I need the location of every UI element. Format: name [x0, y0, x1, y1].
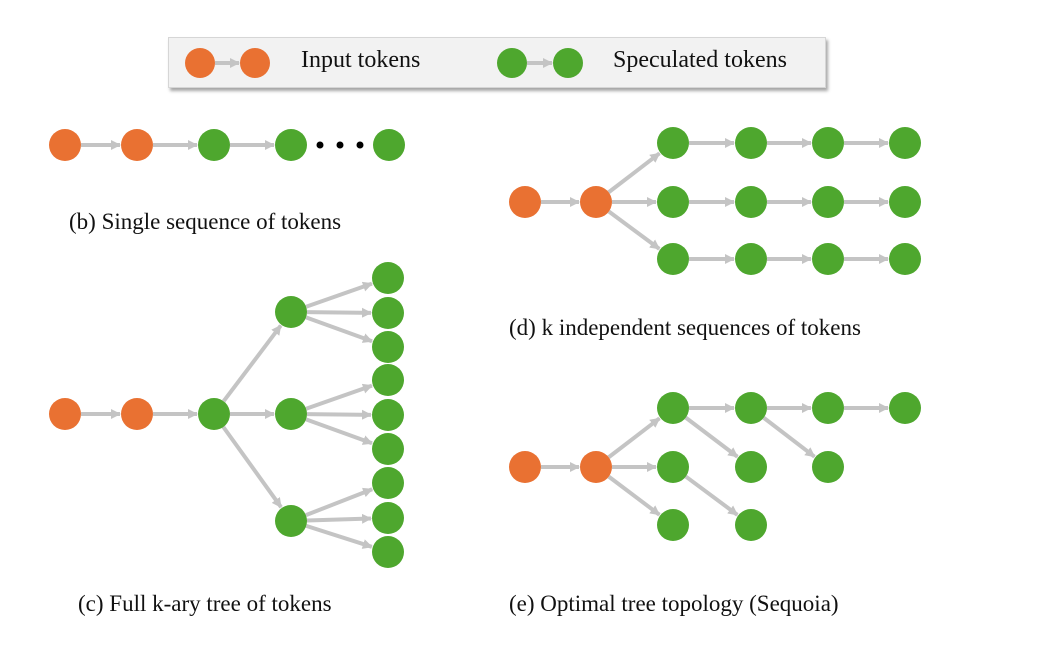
ellipsis-dot [356, 141, 364, 149]
speculated-token-node [812, 127, 844, 159]
caption-c: (c) Full k-ary tree of tokens [78, 591, 332, 616]
speculated-token-node [735, 392, 767, 424]
edges-layer [81, 58, 889, 549]
speculated-token-node [812, 186, 844, 218]
speculated-token-node [657, 243, 689, 275]
speculated-token-node [735, 243, 767, 275]
token-edge-arrow [305, 383, 373, 411]
speculated-token-node [372, 262, 404, 294]
speculated-token-node [657, 186, 689, 218]
legend-box: Input tokens Speculated tokens [168, 37, 826, 88]
speculated-token-node [735, 127, 767, 159]
token-edge-arrow [607, 151, 661, 194]
speculated-token-node [372, 467, 404, 499]
speculated-token-node [373, 129, 405, 161]
speculated-token-node [657, 392, 689, 424]
speculated-token-node [657, 509, 689, 541]
token-edge-arrow [607, 209, 661, 251]
speculated-token-node [735, 451, 767, 483]
speculated-token-node [812, 243, 844, 275]
input-token-node [49, 398, 81, 430]
token-edge-arrow [221, 425, 283, 509]
token-edge-arrow [222, 324, 283, 403]
speculated-token-node [812, 451, 844, 483]
token-edge-arrow [684, 416, 739, 459]
speculated-token-node [372, 331, 404, 363]
token-edge-arrow [305, 315, 373, 344]
input-token-node [509, 451, 541, 483]
token-edge-arrow [306, 307, 373, 318]
input-token-node [580, 451, 612, 483]
token-edge-arrow [305, 523, 373, 549]
speculated-token-node [372, 536, 404, 568]
caption-d: (d) k independent sequences of tokens [509, 315, 861, 340]
input-token-node [580, 186, 612, 218]
input-token-node [49, 129, 81, 161]
speculated-token-node [372, 433, 404, 465]
speculated-token-node [372, 502, 404, 534]
legend-input-node [240, 48, 270, 78]
speculated-token-node [735, 186, 767, 218]
speculated-token-node [275, 505, 307, 537]
legend-input-label: Input tokens [301, 47, 421, 73]
speculated-token-node [198, 398, 230, 430]
input-token-node [121, 129, 153, 161]
speculated-token-node [372, 297, 404, 329]
speculated-token-node [735, 509, 767, 541]
speculated-token-node [889, 127, 921, 159]
input-token-node [509, 186, 541, 218]
speculated-token-node [889, 392, 921, 424]
legend-speculated-label: Speculated tokens [613, 47, 787, 73]
speculated-token-node [275, 296, 307, 328]
token-edge-arrow [607, 475, 661, 517]
token-edge-arrow [305, 487, 374, 518]
token-edge-arrow [305, 417, 373, 446]
speculated-token-node [657, 127, 689, 159]
speculated-token-node [657, 451, 689, 483]
ellipsis-dot [336, 141, 344, 149]
speculated-token-node [275, 398, 307, 430]
legend-input-node [185, 48, 215, 78]
caption-b: (b) Single sequence of tokens [69, 209, 342, 234]
speculated-token-node [198, 129, 230, 161]
caption-e: (e) Optimal tree topology (Sequoia) [509, 591, 839, 616]
legend-speculated-node [497, 48, 527, 78]
speculated-token-node [812, 392, 844, 424]
legend-speculated-node [553, 48, 583, 78]
nodes-layer [49, 48, 921, 568]
speculated-token-node [889, 186, 921, 218]
token-edge-arrow [684, 474, 739, 517]
token-edge-arrow [305, 281, 373, 309]
token-edge-arrow [762, 416, 816, 459]
speculated-token-node [889, 243, 921, 275]
speculated-token-node [275, 129, 307, 161]
token-edge-arrow [306, 513, 373, 524]
token-edge-arrow [306, 409, 373, 420]
speculated-token-node [372, 364, 404, 396]
token-edge-arrow [607, 416, 661, 459]
speculated-token-node [372, 399, 404, 431]
ellipsis-dot [316, 141, 324, 149]
input-token-node [121, 398, 153, 430]
